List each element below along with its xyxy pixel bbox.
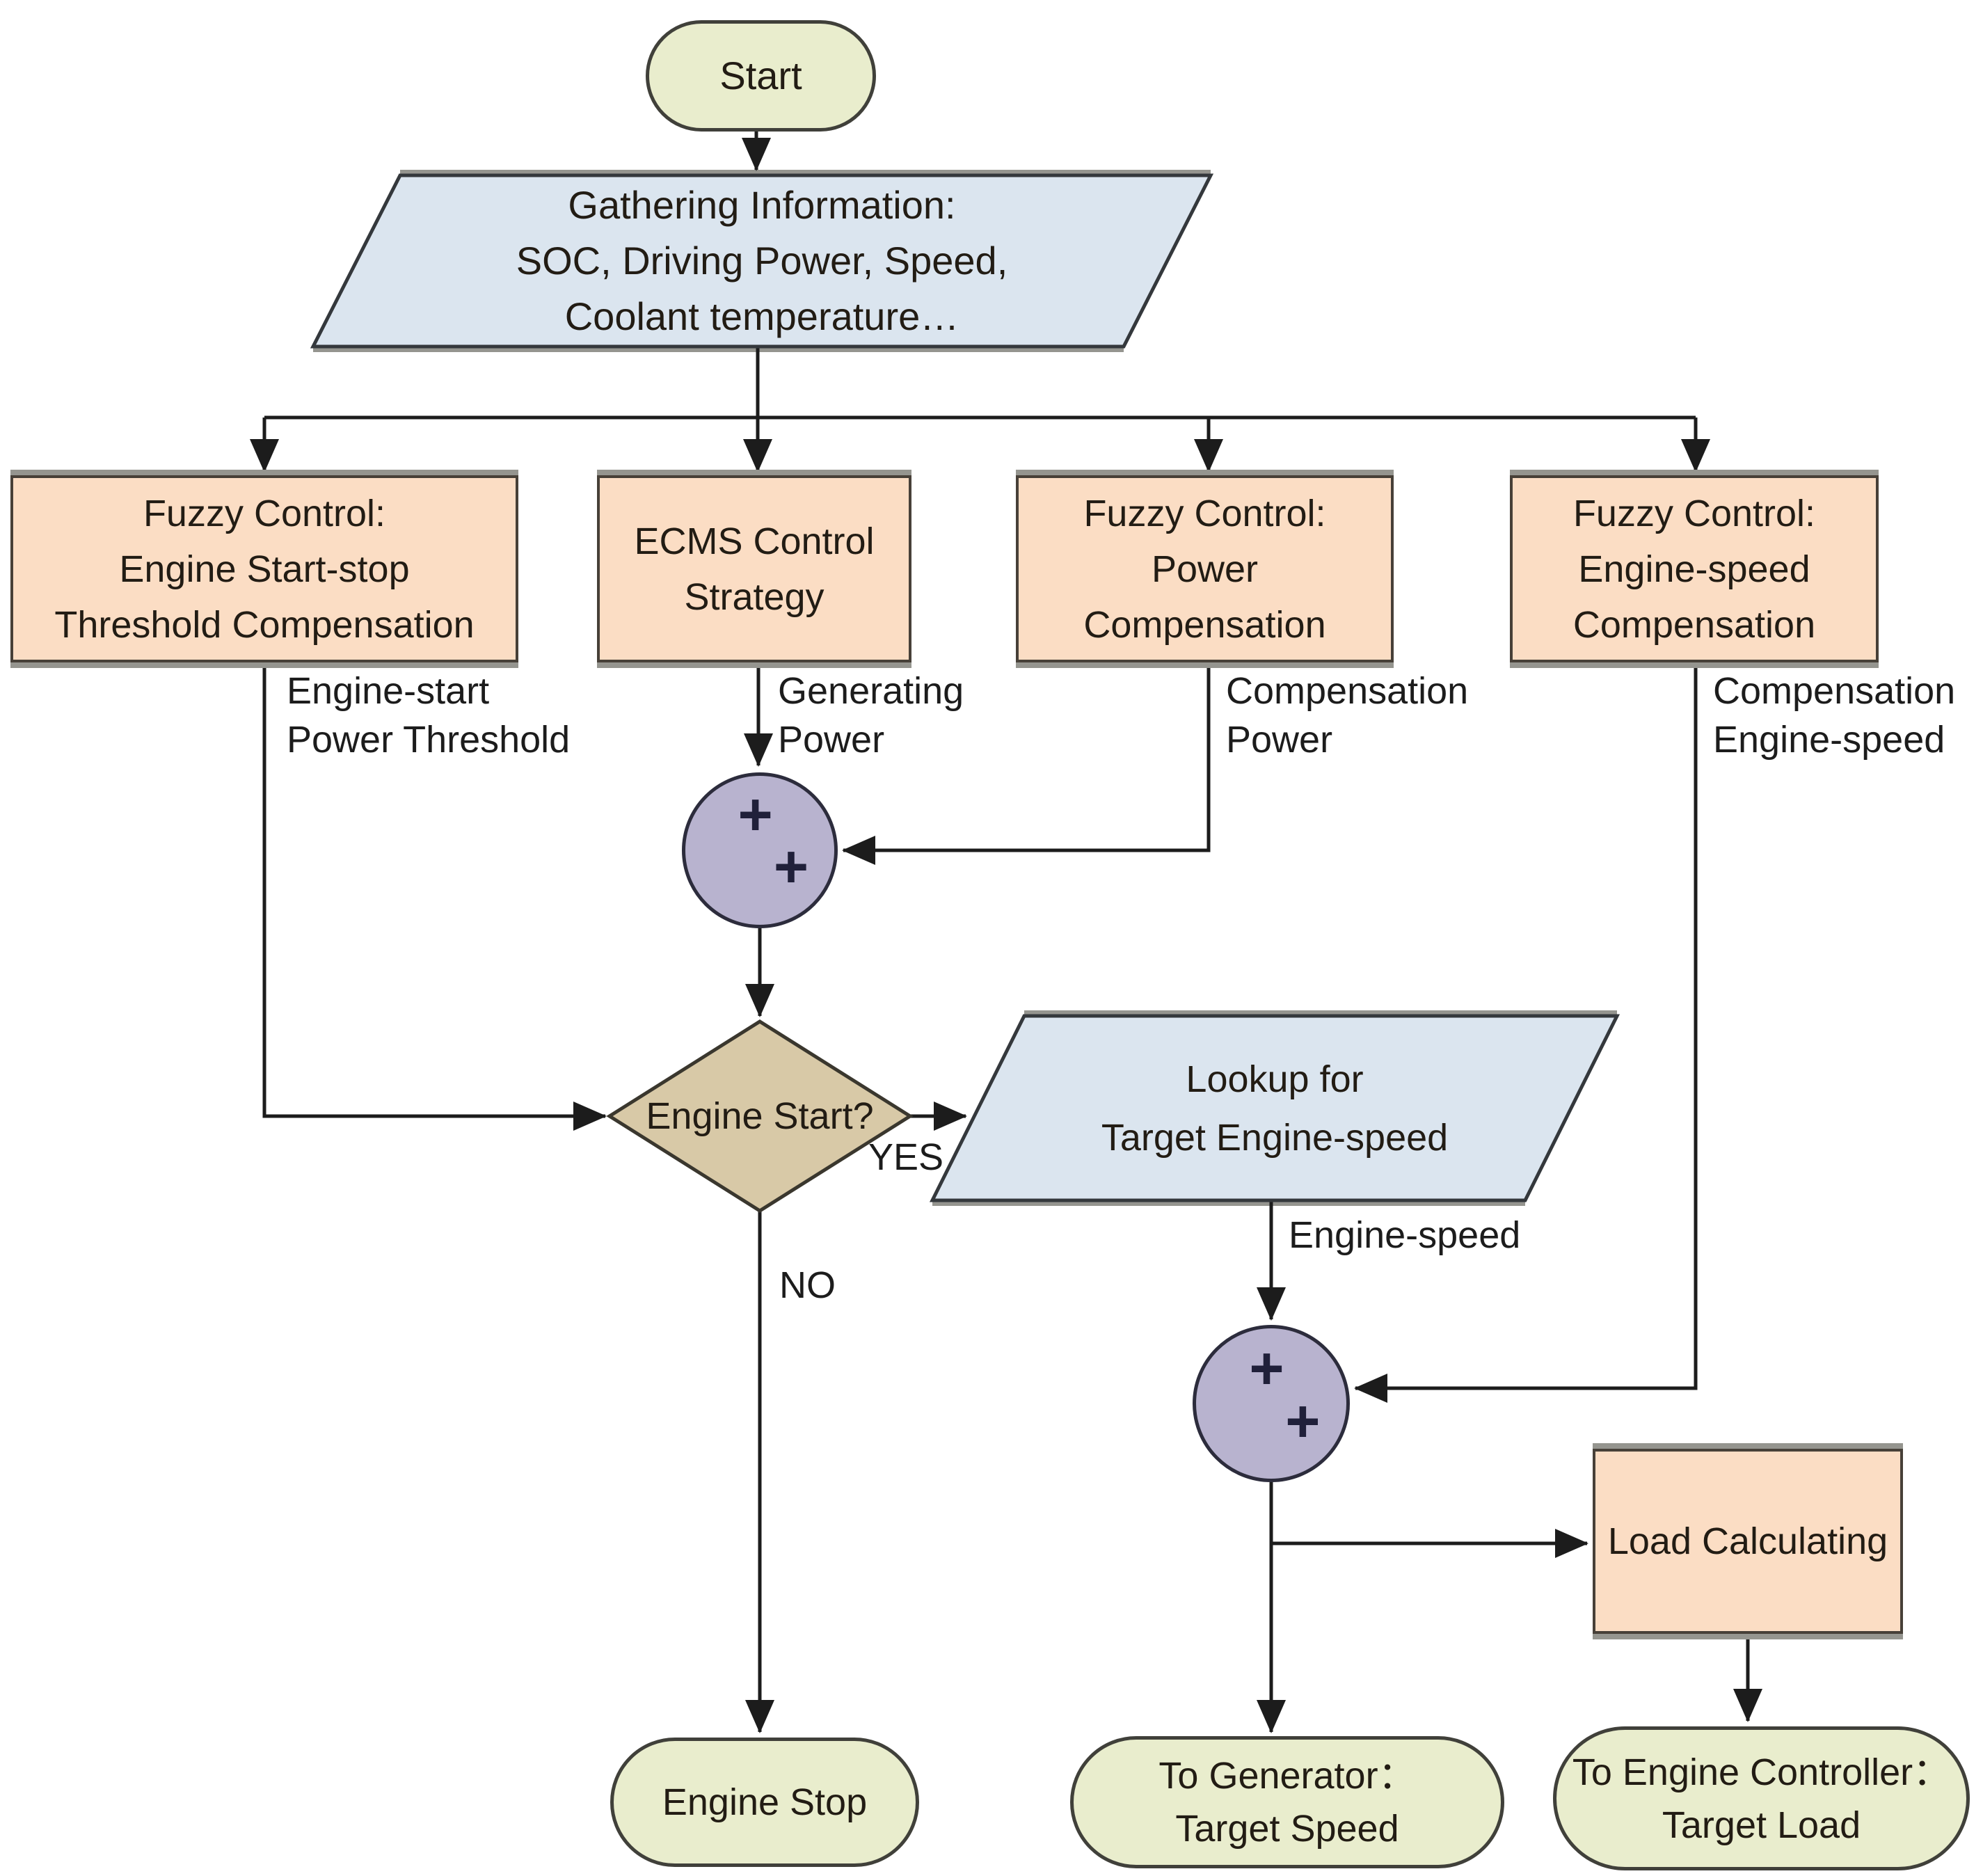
terminal-to-engine-controller: To Engine Controller： Target Load xyxy=(1553,1726,1970,1870)
plus-sign: + xyxy=(738,781,773,848)
node-line: Compensation xyxy=(1083,603,1326,646)
process-fuzzy-power-compensation: Fuzzy Control: Power Compensation xyxy=(1016,475,1394,662)
io-gathering-information: Gathering Information: SOC, Driving Powe… xyxy=(313,175,1211,347)
edge-label-compensation-power: Compensation Power xyxy=(1226,667,1468,764)
node-line: Strategy xyxy=(684,575,825,618)
node-line: Target Engine-speed xyxy=(1101,1116,1449,1159)
node-line: Target Load xyxy=(1662,1804,1861,1846)
node-line: Threshold Compensation xyxy=(54,603,475,646)
edge-label-no: NO xyxy=(779,1261,836,1310)
terminal-start: Start xyxy=(646,20,876,132)
edge-label-generating-power: Generating Power xyxy=(778,667,964,764)
edge-label-line: Engine-start xyxy=(287,670,490,712)
process-ecms-control-strategy: ECMS Control Strategy xyxy=(597,475,911,662)
node-label: Engine Stop xyxy=(662,1781,868,1823)
edge-label-line: Power xyxy=(1226,719,1333,761)
edge-label-compensation-engine-speed: Compensation Engine-speed xyxy=(1713,667,1955,764)
node-line: Engine-speed xyxy=(1578,548,1810,590)
decision-engine-start: Engine Start? xyxy=(610,1022,910,1211)
edge-power-comp-to-sum1 xyxy=(842,662,1211,865)
lookup-parallelogram-shape xyxy=(929,1014,1620,1202)
edge-label-engine-speed: Engine-speed xyxy=(1289,1211,1520,1259)
plus-sign: + xyxy=(1249,1335,1284,1403)
edge-label-line: Compensation xyxy=(1226,670,1469,712)
edge-label-line: Power Threshold xyxy=(287,719,571,761)
sum-junction-power: + + xyxy=(682,772,838,928)
edge-label-line: Compensation xyxy=(1713,670,1956,712)
node-line: ECMS Control xyxy=(634,520,875,562)
sum-junction-engine-speed: + + xyxy=(1193,1325,1350,1482)
edge-threshold-to-decision xyxy=(262,662,607,1131)
edge-label-line: YES xyxy=(868,1136,944,1178)
node-line: Power xyxy=(1151,548,1259,590)
node-label: Start xyxy=(719,54,802,97)
node-line: Compensation xyxy=(1572,603,1816,646)
edge-label-line: Power xyxy=(778,719,885,761)
node-line: Lookup for xyxy=(1186,1058,1364,1100)
node-line: Coolant temperature… xyxy=(564,294,959,338)
node-line: SOC, Driving Power, Speed, xyxy=(516,239,1008,283)
process-load-calculating: Load Calculating xyxy=(1593,1449,1903,1634)
process-fuzzy-engine-speed-compensation: Fuzzy Control: Engine-speed Compensation xyxy=(1510,475,1879,662)
terminal-to-generator: To Generator： Target Speed xyxy=(1070,1736,1504,1868)
node-line: Fuzzy Control: xyxy=(1572,492,1816,534)
node-line: To Generator： xyxy=(1158,1755,1416,1797)
gathering-parallelogram-shape xyxy=(310,173,1214,349)
plus-sign: + xyxy=(773,833,809,900)
edge-label-engine-start-power-threshold: Engine-start Power Threshold xyxy=(287,667,570,764)
edge-speed-comp-to-sum2 xyxy=(1354,662,1698,1403)
node-label: Engine Start? xyxy=(646,1095,874,1137)
plus-sign: + xyxy=(1285,1388,1321,1455)
node-line: Target Speed xyxy=(1175,1808,1399,1850)
edge-label-line: Generating xyxy=(778,670,964,712)
node-line: Fuzzy Control: xyxy=(1083,492,1326,534)
edge-label-line: Engine-speed xyxy=(1713,719,1945,761)
node-line: To Engine Controller： xyxy=(1572,1751,1951,1793)
process-fuzzy-start-stop-threshold: Fuzzy Control: Engine Start-stop Thresho… xyxy=(10,475,518,662)
io-lookup-target-engine-speed: Lookup for Target Engine-speed xyxy=(932,1016,1617,1200)
decision-diamond-shape xyxy=(606,1019,914,1213)
node-line: Gathering Information: xyxy=(568,183,956,227)
terminal-engine-stop: Engine Stop xyxy=(610,1738,919,1867)
node-line: Fuzzy Control: xyxy=(143,492,386,534)
edge-label-line: Engine-speed xyxy=(1289,1214,1521,1256)
node-line: Engine Start-stop xyxy=(119,548,410,590)
edge-label-line: NO xyxy=(779,1264,836,1306)
node-label: Load Calculating xyxy=(1607,1520,1888,1562)
edge-label-yes: YES xyxy=(857,1133,955,1182)
